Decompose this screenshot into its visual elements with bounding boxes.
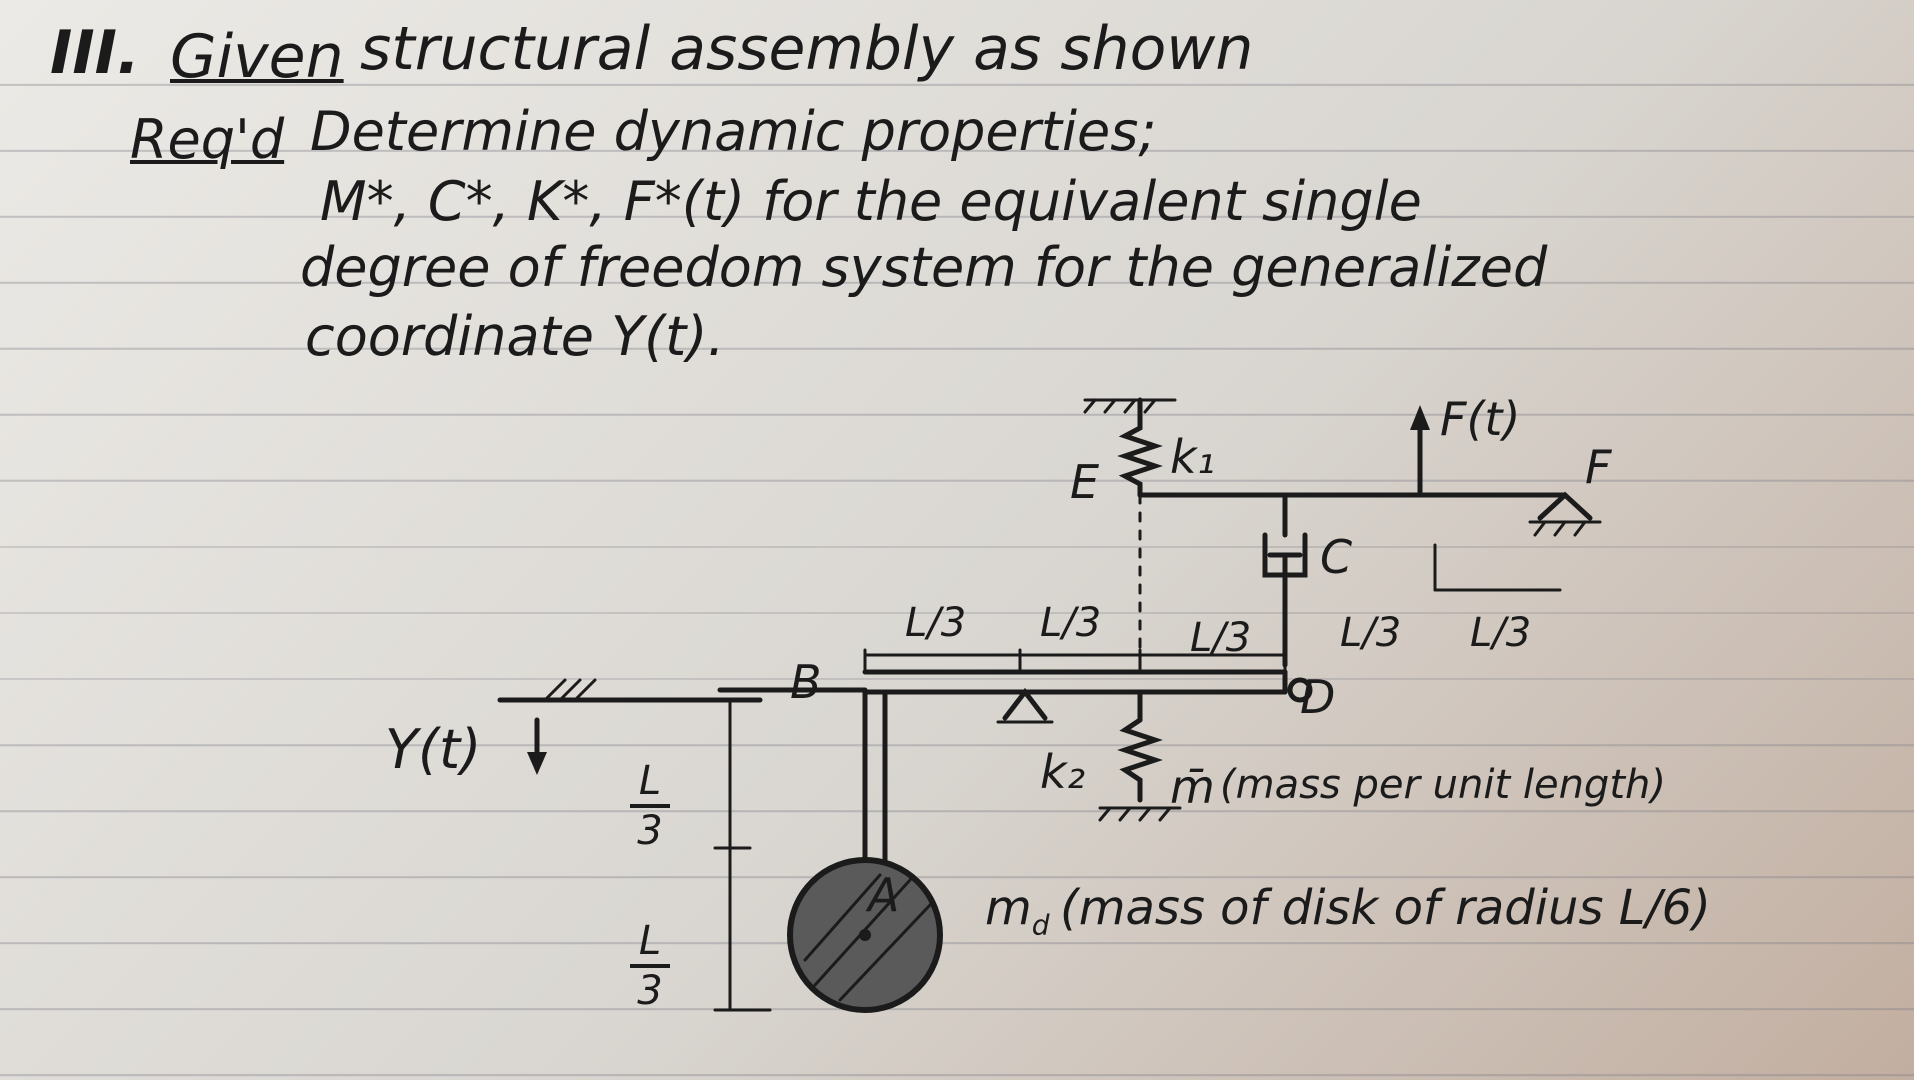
spring-k2 — [1098, 689, 1182, 822]
segment-label-2: L/3 — [1040, 600, 1102, 646]
label-D: D — [1300, 670, 1336, 724]
vertical-dimension — [713, 698, 772, 1012]
label-md-desc: (mass of disk of radius L/6) — [1060, 880, 1711, 936]
ground-support-top — [1083, 398, 1177, 414]
problem-line-4: degree of freedom system for the general… — [300, 236, 1548, 299]
spring-k1 — [1117, 397, 1163, 498]
Yt-arrow — [527, 717, 547, 775]
label-F: F — [1585, 440, 1612, 494]
label-E: E — [1070, 455, 1100, 509]
frac-num-upper: L — [638, 758, 662, 804]
reqd-text: Determine dynamic properties; — [310, 100, 1157, 163]
label-mbar: m̄ — [1170, 760, 1215, 814]
segment-label-1: L/3 — [905, 600, 967, 646]
given-text: structural assembly as shown — [360, 14, 1254, 84]
pin-support-F — [1528, 491, 1602, 537]
left-support — [497, 678, 763, 703]
md-symbol: m — [985, 880, 1032, 936]
vertical-dim-label-lower: L 3 — [630, 920, 670, 1012]
force-arrow-Ft — [1410, 405, 1430, 498]
problem-line-5: coordinate Y(t). — [305, 305, 725, 368]
segment-label-5: L/3 — [1470, 610, 1532, 656]
label-k2: k₂ — [1040, 745, 1086, 799]
segment-ticks — [863, 638, 1287, 674]
label-mbar-desc: (mass per unit length) — [1220, 762, 1666, 808]
given-label: Given — [170, 22, 344, 92]
disk-A — [787, 857, 943, 1013]
label-md: md — [985, 880, 1050, 942]
label-A: A — [868, 868, 900, 922]
segment-label-4: L/3 — [1340, 610, 1402, 656]
problem-line-3: M*, C*, K*, F*(t) for the equivalent sin… — [320, 170, 1422, 233]
label-Yt: Y(t) — [385, 718, 482, 781]
frac-num-lower: L — [638, 918, 662, 964]
segment-label-3: L/3 — [1190, 615, 1252, 661]
problem-number: III. — [50, 18, 140, 88]
label-Ft: F(t) — [1440, 392, 1521, 446]
reqd-label: Req'd — [130, 108, 285, 171]
vertical-dim-label-upper: L 3 — [630, 760, 670, 852]
label-k1: k₁ — [1170, 430, 1216, 484]
frac-den-lower: 3 — [637, 968, 663, 1014]
md-subscript: d — [1031, 908, 1050, 942]
label-B: B — [790, 655, 822, 709]
label-C: C — [1320, 530, 1353, 584]
frac-den-upper: 3 — [637, 808, 663, 854]
pin-support-beam — [996, 687, 1054, 724]
